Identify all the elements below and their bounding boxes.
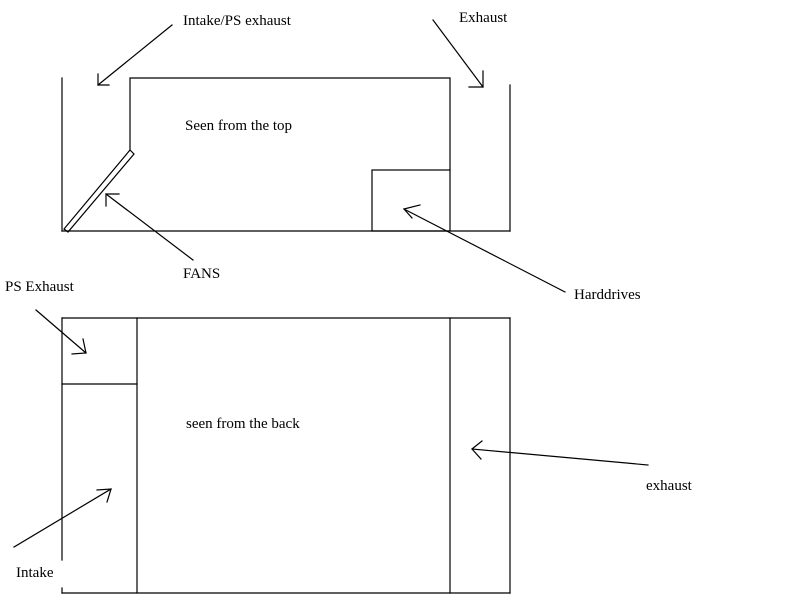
harddrives-arrow — [402, 204, 566, 293]
seen-from-top-label: Seen from the top — [185, 118, 293, 134]
back-view — [61, 317, 511, 594]
ps-exhaust-label: PS Exhaust — [5, 279, 74, 295]
intake-ps-exhaust-arrow — [97, 24, 173, 86]
exhaust-back-arrow — [471, 440, 649, 466]
ps-exhaust-arrow — [35, 309, 87, 355]
intake-label: Intake — [16, 565, 54, 581]
intake-arrow — [13, 488, 112, 548]
seen-from-back-label: seen from the back — [186, 416, 300, 432]
harddrives-label: Harddrives — [574, 287, 641, 303]
intake-ps-exhaust-label: Intake/PS exhaust — [183, 13, 291, 29]
exhaust-top-arrow — [432, 19, 484, 88]
harddrive-cage — [371, 169, 451, 232]
exhaust-back-label: exhaust — [646, 478, 692, 494]
top-view — [61, 77, 511, 233]
top-view-inner-compartment — [129, 77, 451, 171]
fan-panel — [63, 149, 135, 233]
exhaust-top-label: Exhaust — [459, 10, 508, 26]
fans-arrow — [105, 193, 194, 261]
fans-label: FANS — [183, 266, 221, 282]
